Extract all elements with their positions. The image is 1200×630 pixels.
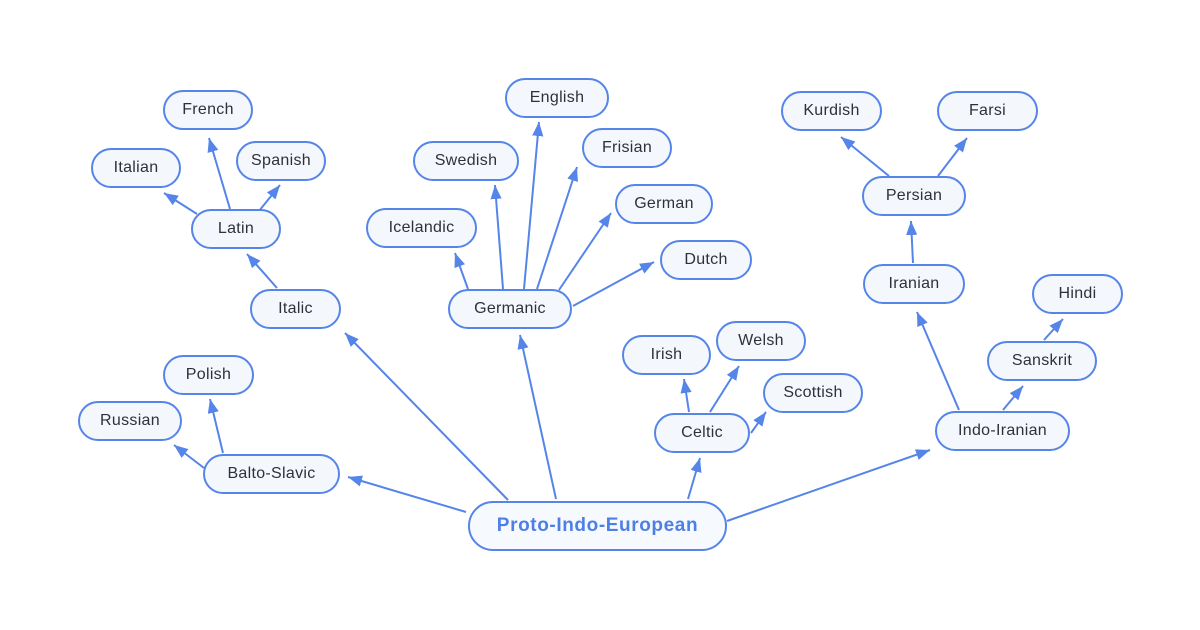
edge-italic-latin: [246, 253, 278, 289]
node-english: English: [505, 78, 609, 118]
node-german: German: [615, 184, 713, 224]
edge-germanic-english: [523, 121, 544, 290]
node-indo-iranian: Indo-Iranian: [935, 411, 1070, 451]
node-farsi: Farsi: [937, 91, 1038, 131]
edge-pie-germanic: [517, 334, 557, 500]
edge-latin-italian: [163, 192, 198, 215]
node-russian: Russian: [78, 401, 182, 441]
node-icelandic: Icelandic: [366, 208, 477, 248]
edge-latin-spanish: [258, 184, 281, 212]
node-irish: Irish: [622, 335, 711, 375]
edge-germanic-frisian: [536, 166, 578, 290]
edge-germanic-swedish: [490, 184, 504, 290]
node-celtic: Celtic: [654, 413, 750, 453]
edge-pie-celtic: [687, 457, 702, 500]
edge-celtic-welsh: [709, 365, 740, 413]
node-balto-slavic: Balto-Slavic: [203, 454, 340, 494]
node-scottish: Scottish: [763, 373, 863, 413]
edge-balto-slavic-russian: [173, 444, 205, 469]
node-persian: Persian: [862, 176, 966, 216]
edge-indo-iranian-iranian: [916, 311, 960, 411]
edge-celtic-scottish: [750, 411, 767, 434]
edge-iranian-persian: [906, 220, 918, 264]
edge-latin-french: [207, 137, 231, 210]
node-sanskrit: Sanskrit: [987, 341, 1097, 381]
edge-germanic-german: [558, 212, 612, 291]
edge-germanic-icelandic: [454, 252, 469, 290]
node-proto-indo-european: Proto-Indo-European: [468, 501, 727, 551]
node-welsh: Welsh: [716, 321, 806, 361]
edge-pie-italic: [344, 332, 509, 501]
node-hindi: Hindi: [1032, 274, 1123, 314]
node-italic: Italic: [250, 289, 341, 329]
edge-pie-indo-iranian: [726, 449, 931, 522]
node-polish: Polish: [163, 355, 254, 395]
node-italian: Italian: [91, 148, 181, 188]
edge-sanskrit-hindi: [1043, 318, 1064, 341]
edge-celtic-irish: [680, 378, 692, 413]
node-frisian: Frisian: [582, 128, 672, 168]
node-germanic: Germanic: [448, 289, 572, 329]
node-swedish: Swedish: [413, 141, 519, 181]
edge-persian-kurdish: [840, 136, 890, 177]
edge-persian-farsi: [937, 137, 968, 177]
node-french: French: [163, 90, 253, 130]
edge-pie-balto-slavic: [347, 475, 467, 513]
node-latin: Latin: [191, 209, 281, 249]
node-dutch: Dutch: [660, 240, 752, 280]
edge-balto-slavic-polish: [207, 398, 224, 454]
node-spanish: Spanish: [236, 141, 326, 181]
edge-germanic-dutch: [572, 261, 655, 307]
edge-indo-iranian-sanskrit: [1002, 385, 1024, 411]
node-kurdish: Kurdish: [781, 91, 882, 131]
node-iranian: Iranian: [863, 264, 965, 304]
